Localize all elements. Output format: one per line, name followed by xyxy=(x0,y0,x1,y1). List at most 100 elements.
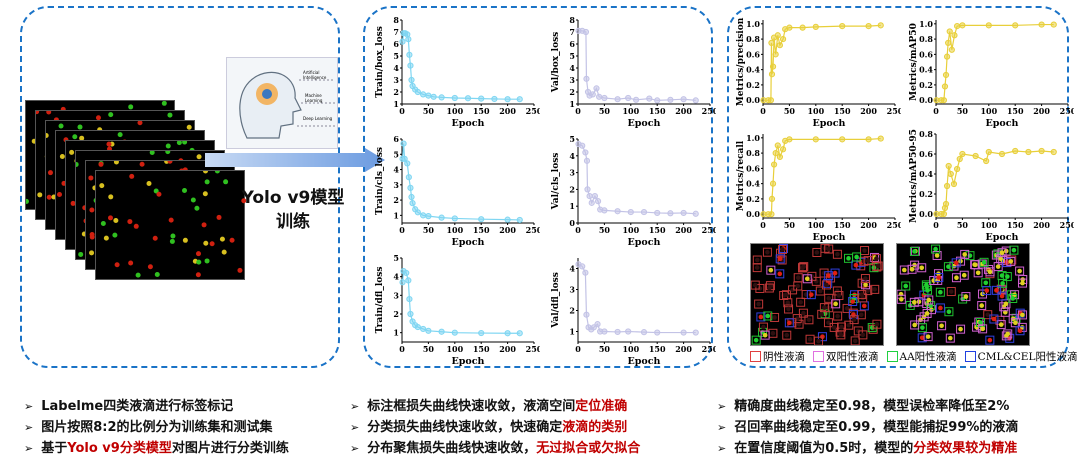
bullet-arrow-icon: ➢ xyxy=(717,442,727,455)
data-point xyxy=(950,180,958,188)
y-tick-label: 2 xyxy=(569,184,575,194)
y-tick-label: 4 xyxy=(569,264,575,274)
data-point xyxy=(1012,22,1019,29)
data-point xyxy=(601,207,608,214)
x-tick-label: 150 xyxy=(834,220,851,230)
x-tick-label: 150 xyxy=(1007,220,1024,230)
y-tick-label: 6 xyxy=(569,39,575,49)
series-line xyxy=(936,23,1054,101)
data-point xyxy=(1050,21,1057,28)
series-line xyxy=(763,24,881,101)
data-point xyxy=(779,35,787,43)
data-point xyxy=(438,94,445,101)
highlight-text: Yolo v9分类模型 xyxy=(67,441,172,456)
series-line xyxy=(763,137,881,215)
x-tick-label: 50 xyxy=(423,344,435,354)
data-point xyxy=(579,263,586,270)
x-tick-label: 150 xyxy=(649,344,666,354)
x-tick-label: 250 xyxy=(526,225,540,235)
x-tick-label: 250 xyxy=(887,220,901,230)
data-point xyxy=(478,216,485,223)
x-tick-label: 100 xyxy=(446,225,463,235)
data-point xyxy=(403,269,410,277)
data-point xyxy=(692,329,699,336)
x-tick-label: 100 xyxy=(446,106,463,116)
bullet-arrow-icon: ➢ xyxy=(350,442,360,455)
bullet-item: ➢基于Yolo v9分类模型对图片进行分类训练 xyxy=(24,437,289,456)
x-tick-label: 100 xyxy=(622,225,639,235)
data-point xyxy=(425,213,432,220)
bullet-text: 分类损失曲线快速收敛，快速确定 xyxy=(367,420,563,435)
data-point xyxy=(943,53,951,60)
data-point xyxy=(420,212,427,219)
y-axis-label: Val/box_loss xyxy=(551,32,561,93)
series-line xyxy=(401,32,520,100)
x-tick-label: 200 xyxy=(499,344,516,354)
legend-swatch-icon xyxy=(964,351,976,362)
bullet-text: Labelme四类液滴进行标签标记 xyxy=(41,399,234,414)
data-point xyxy=(959,22,966,29)
x-axis-label: Epoch xyxy=(452,237,485,248)
data-point xyxy=(625,94,632,102)
data-point xyxy=(451,329,458,336)
x-tick-label: 200 xyxy=(1033,220,1050,230)
bullet-arrow-icon: ➢ xyxy=(24,400,34,413)
ai-label: Deep Learning xyxy=(303,116,333,121)
data-point xyxy=(504,96,511,103)
data-point xyxy=(985,22,992,29)
x-tick-label: 200 xyxy=(675,106,692,116)
y-tick-label: 0.4 xyxy=(746,65,760,75)
data-point xyxy=(654,209,661,217)
data-point xyxy=(945,162,952,170)
data-point xyxy=(768,39,775,47)
data-point xyxy=(491,95,498,103)
data-point xyxy=(430,93,437,100)
data-point xyxy=(865,136,872,143)
data-point xyxy=(614,328,621,336)
x-tick-label: 0 xyxy=(575,225,581,235)
data-point xyxy=(1050,148,1057,156)
x-tick-label: 150 xyxy=(649,225,666,235)
data-point xyxy=(769,63,777,70)
x-tick-label: 100 xyxy=(980,106,997,116)
data-point xyxy=(579,142,586,149)
data-point xyxy=(583,157,591,164)
x-tick-label: 50 xyxy=(599,344,611,354)
data-point xyxy=(942,200,950,208)
bullet-item: ➢分布聚焦损失曲线快速收敛，无过拟合或欠拟合 xyxy=(350,437,640,456)
data-point xyxy=(640,329,648,336)
data-point xyxy=(692,97,699,104)
data-point xyxy=(680,209,687,217)
y-tick-label: 0.6 xyxy=(746,49,760,59)
y-axis-label: Val/dfl_loss xyxy=(551,272,561,329)
ai-illustration: Artificial Intelligence Machine Learning… xyxy=(226,57,338,149)
data-point xyxy=(839,136,846,143)
data-point xyxy=(425,327,432,334)
data-point xyxy=(516,96,523,103)
data-point xyxy=(404,160,411,167)
data-point xyxy=(588,199,595,206)
data-point xyxy=(584,186,591,193)
y-tick-label: 0.2 xyxy=(746,194,760,204)
data-point xyxy=(972,152,979,160)
x-tick-label: 50 xyxy=(599,106,611,116)
data-point xyxy=(405,174,412,181)
data-point xyxy=(865,23,872,30)
data-point xyxy=(768,195,776,203)
x-tick-label: 250 xyxy=(1060,106,1074,116)
data-point xyxy=(516,330,523,337)
y-tick-label: 8 xyxy=(569,15,575,25)
data-point xyxy=(420,91,427,98)
series-line xyxy=(578,263,696,334)
data-point xyxy=(786,24,793,31)
x-tick-label: 0 xyxy=(933,220,939,230)
x-tick-label: 0 xyxy=(399,106,405,116)
x-tick-label: 250 xyxy=(526,106,540,116)
